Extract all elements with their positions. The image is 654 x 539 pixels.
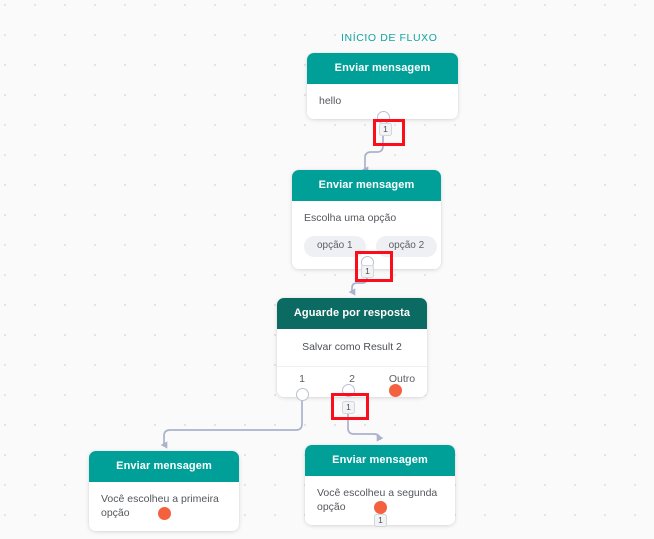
node-card-body: Aguarde por resposta Salvar como Result … (277, 298, 427, 397)
branch-output-port-outro[interactable] (389, 383, 402, 397)
branch-output-port-1[interactable] (295, 387, 309, 401)
node-header-title: Enviar mensagem (292, 170, 441, 201)
output-port[interactable] (157, 506, 171, 520)
node-save-as-text: Salvar como Result 2 (277, 329, 427, 367)
output-port[interactable] (373, 500, 387, 514)
node-header-title: Enviar mensagem (305, 445, 455, 476)
highlight-box-branch2-badge (331, 393, 369, 420)
node-message-text: Escolha uma opção (292, 201, 441, 237)
edge-branch1-to-first (160, 396, 303, 449)
node-header-title: Aguarde por resposta (277, 298, 427, 329)
node-card-body: Enviar mensagem Você escolheu a primeira… (89, 451, 239, 532)
node-send-first[interactable]: Enviar mensagem Você escolheu a primeira… (89, 451, 239, 532)
branch-label-1[interactable]: 1 (299, 373, 305, 386)
node-card-body: Enviar mensagem hello (307, 53, 458, 120)
node-header-title: Enviar mensagem (89, 451, 239, 482)
edge-count-badge-second[interactable]: 1 (374, 514, 387, 527)
node-header-title: Enviar mensagem (307, 53, 458, 84)
branch-label-outro[interactable]: Outro (388, 373, 416, 386)
branch-label-2[interactable]: 2 (349, 373, 355, 386)
option-chip-1[interactable]: opção 1 (304, 236, 366, 258)
highlight-box-hello-badge (373, 119, 405, 146)
node-wait-response[interactable]: Aguarde por resposta Salvar como Result … (277, 298, 427, 401)
highlight-box-choose-badge (355, 251, 393, 282)
node-send-hello[interactable]: Enviar mensagem hello (307, 53, 458, 124)
flow-start-label: INÍCIO DE FLUXO (341, 32, 438, 44)
